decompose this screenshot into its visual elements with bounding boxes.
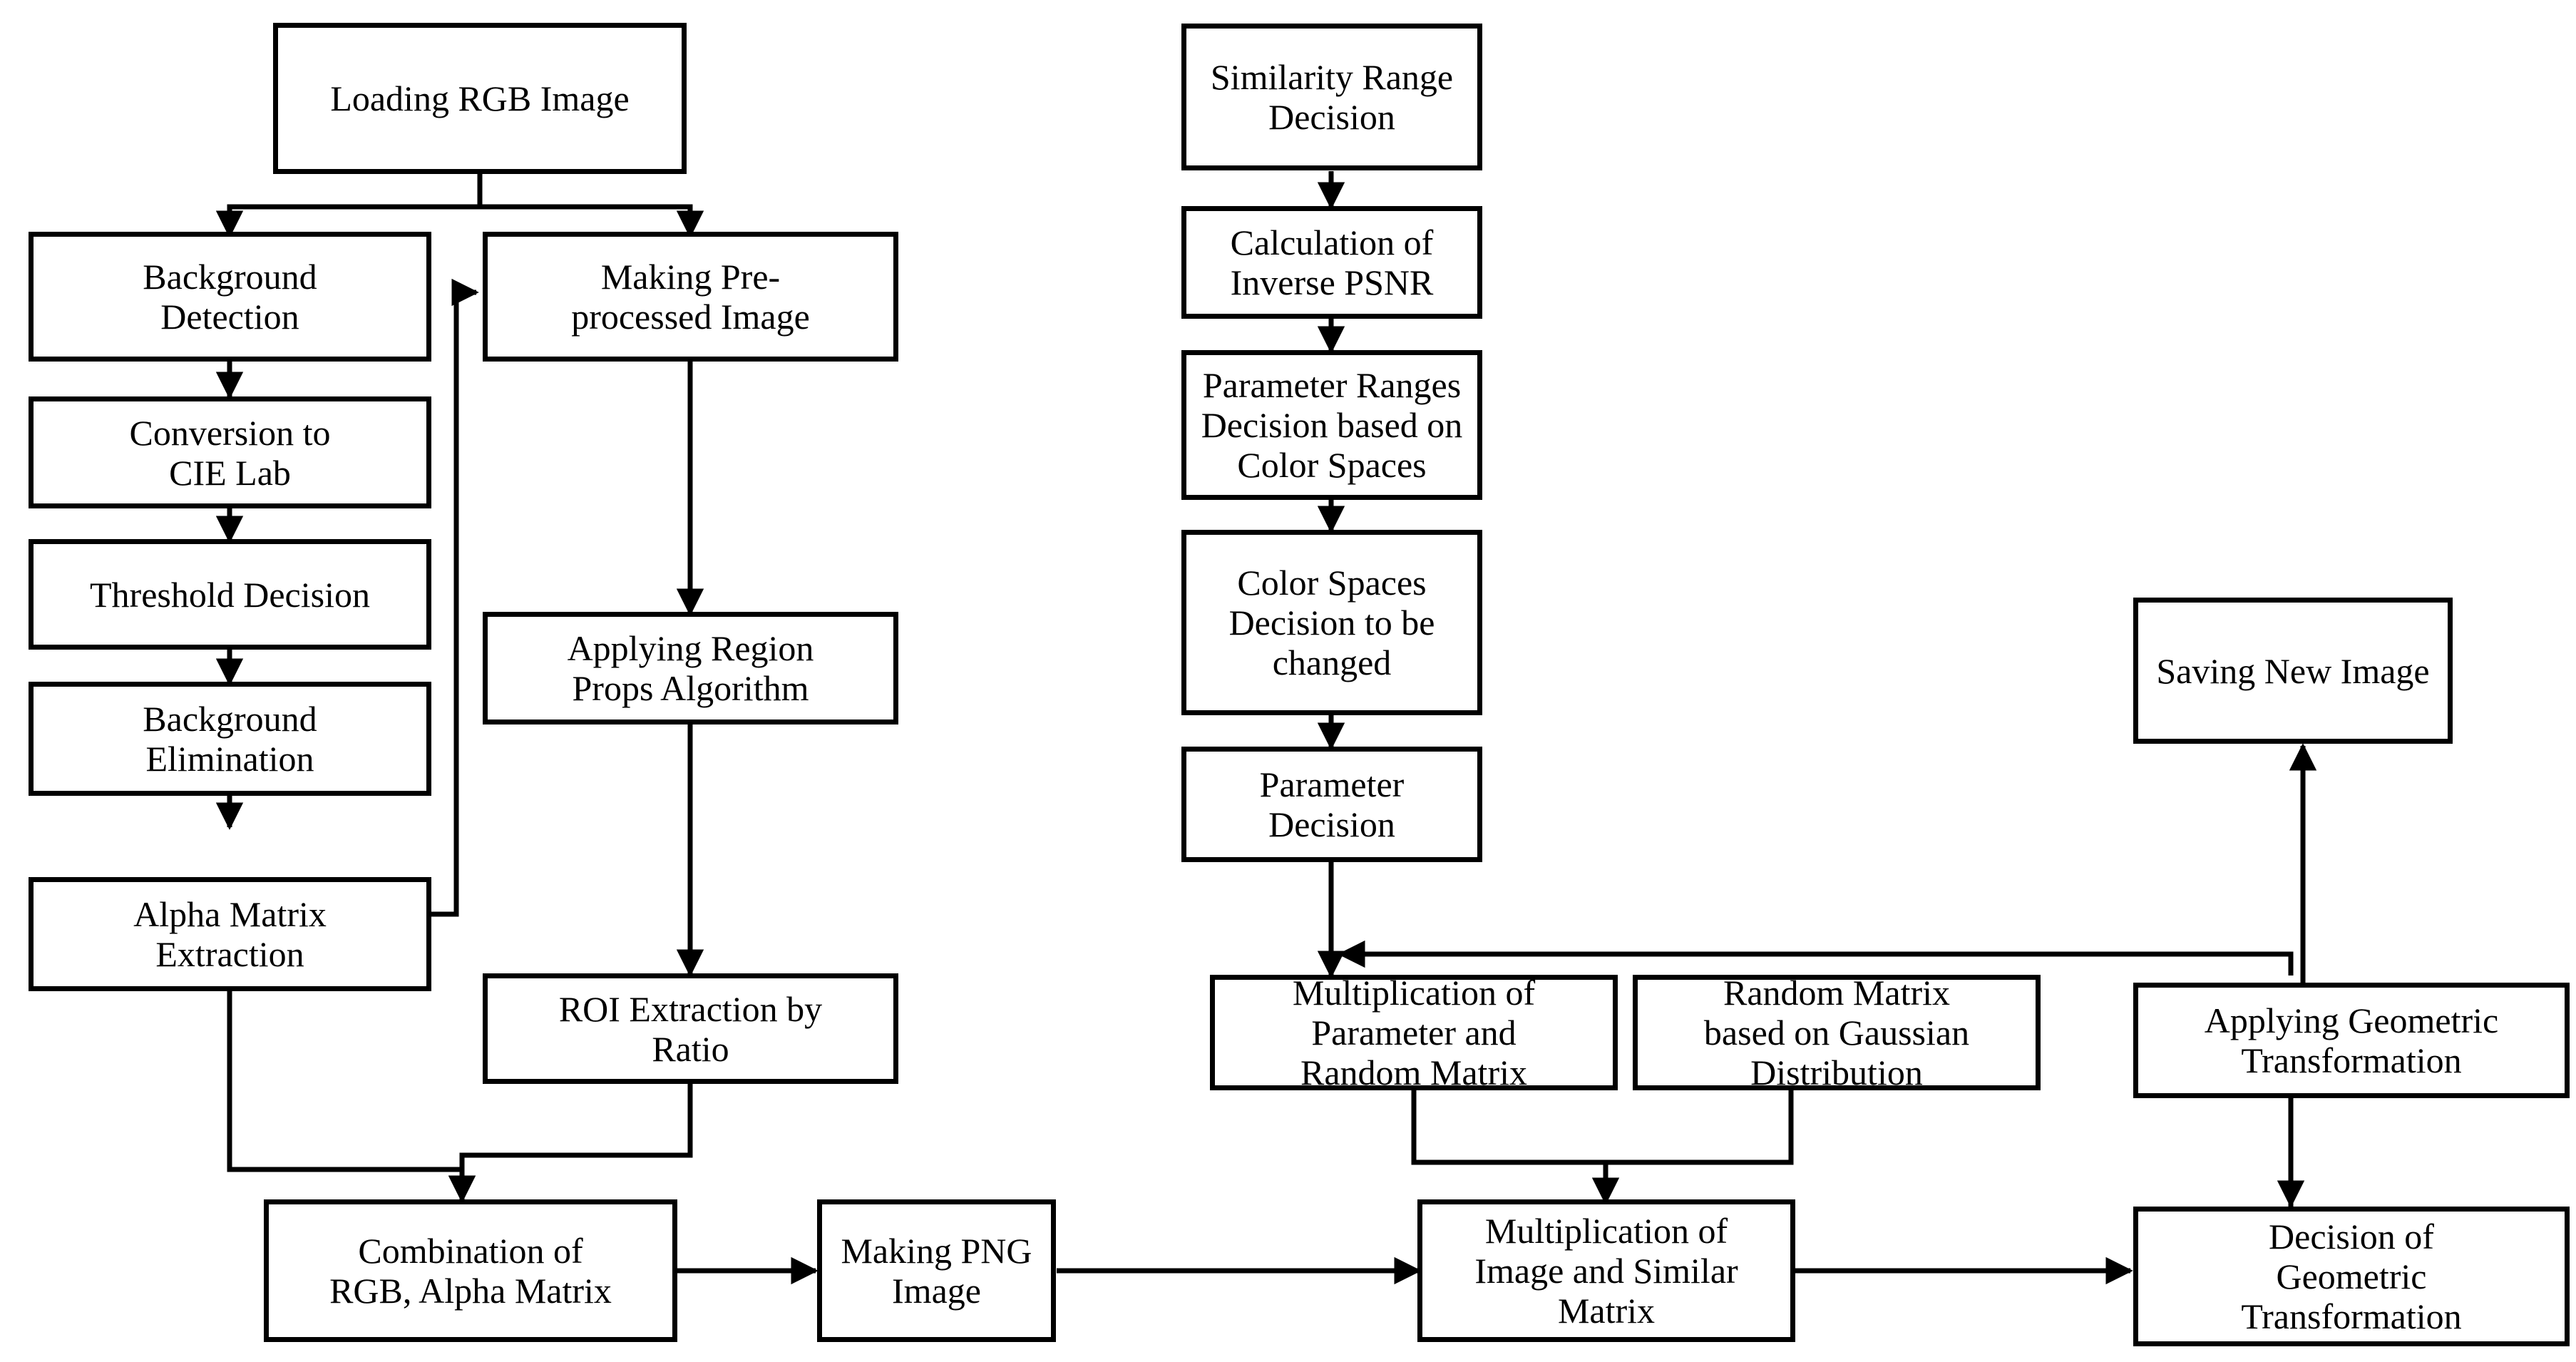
node-similarity-range-decision[interactable]: Similarity Range Decision: [1181, 24, 1482, 170]
node-multiplication-image-similar[interactable]: Multiplication of Image and Similar Matr…: [1417, 1199, 1795, 1342]
node-applying-region-props[interactable]: Applying Region Props Algorithm: [483, 612, 898, 724]
node-making-preprocessed[interactable]: Making Pre- processed Image: [483, 232, 898, 362]
node-color-spaces-decision[interactable]: Color Spaces Decision to be changed: [1181, 530, 1482, 715]
edge-alpha-to-combination: [227, 991, 476, 1203]
node-saving-new-image[interactable]: Saving New Image: [2133, 598, 2453, 744]
edge-loading-to-makingpre: [480, 204, 704, 238]
node-roi-extraction[interactable]: ROI Extraction by Ratio: [483, 973, 898, 1084]
node-alpha-matrix-extraction[interactable]: Alpha Matrix Extraction: [29, 877, 431, 991]
edge-loading-to-background: [215, 204, 480, 238]
edge-multparam-join: [1411, 1090, 1606, 1165]
node-decision-geometric-transformation[interactable]: Decision of Geometric Transformation: [2133, 1207, 2570, 1346]
node-threshold-decision[interactable]: Threshold Decision: [29, 539, 431, 650]
node-loading-rgb[interactable]: Loading RGB Image: [273, 23, 687, 174]
node-background-elimination[interactable]: Background Elimination: [29, 682, 431, 796]
node-calculation-inverse-psnr[interactable]: Calculation of Inverse PSNR: [1181, 206, 1482, 319]
node-making-png-image[interactable]: Making PNG Image: [817, 1199, 1056, 1342]
node-applying-geometric-transformation[interactable]: Applying Geometric Transformation: [2133, 983, 2570, 1098]
node-random-matrix-gaussian[interactable]: Random Matrix based on Gaussian Distribu…: [1633, 973, 2041, 1092]
edge-roi-to-combination: [448, 1082, 693, 1203]
node-parameter-decision[interactable]: Parameter Decision: [1181, 747, 1482, 862]
node-multiplication-parameter-random[interactable]: Multiplication of Parameter and Random M…: [1210, 973, 1618, 1092]
node-combination-rgb-alpha[interactable]: Combination of RGB, Alpha Matrix: [264, 1199, 677, 1342]
edge-randommatrix-join: [1606, 1090, 1794, 1165]
node-parameter-ranges-decision[interactable]: Parameter Ranges Decision based on Color…: [1181, 350, 1482, 500]
edge-alpha-to-makingpre: [431, 278, 479, 917]
node-background-detection[interactable]: Background Detection: [29, 232, 431, 362]
node-conversion-cie-lab[interactable]: Conversion to CIE Lab: [29, 396, 431, 508]
